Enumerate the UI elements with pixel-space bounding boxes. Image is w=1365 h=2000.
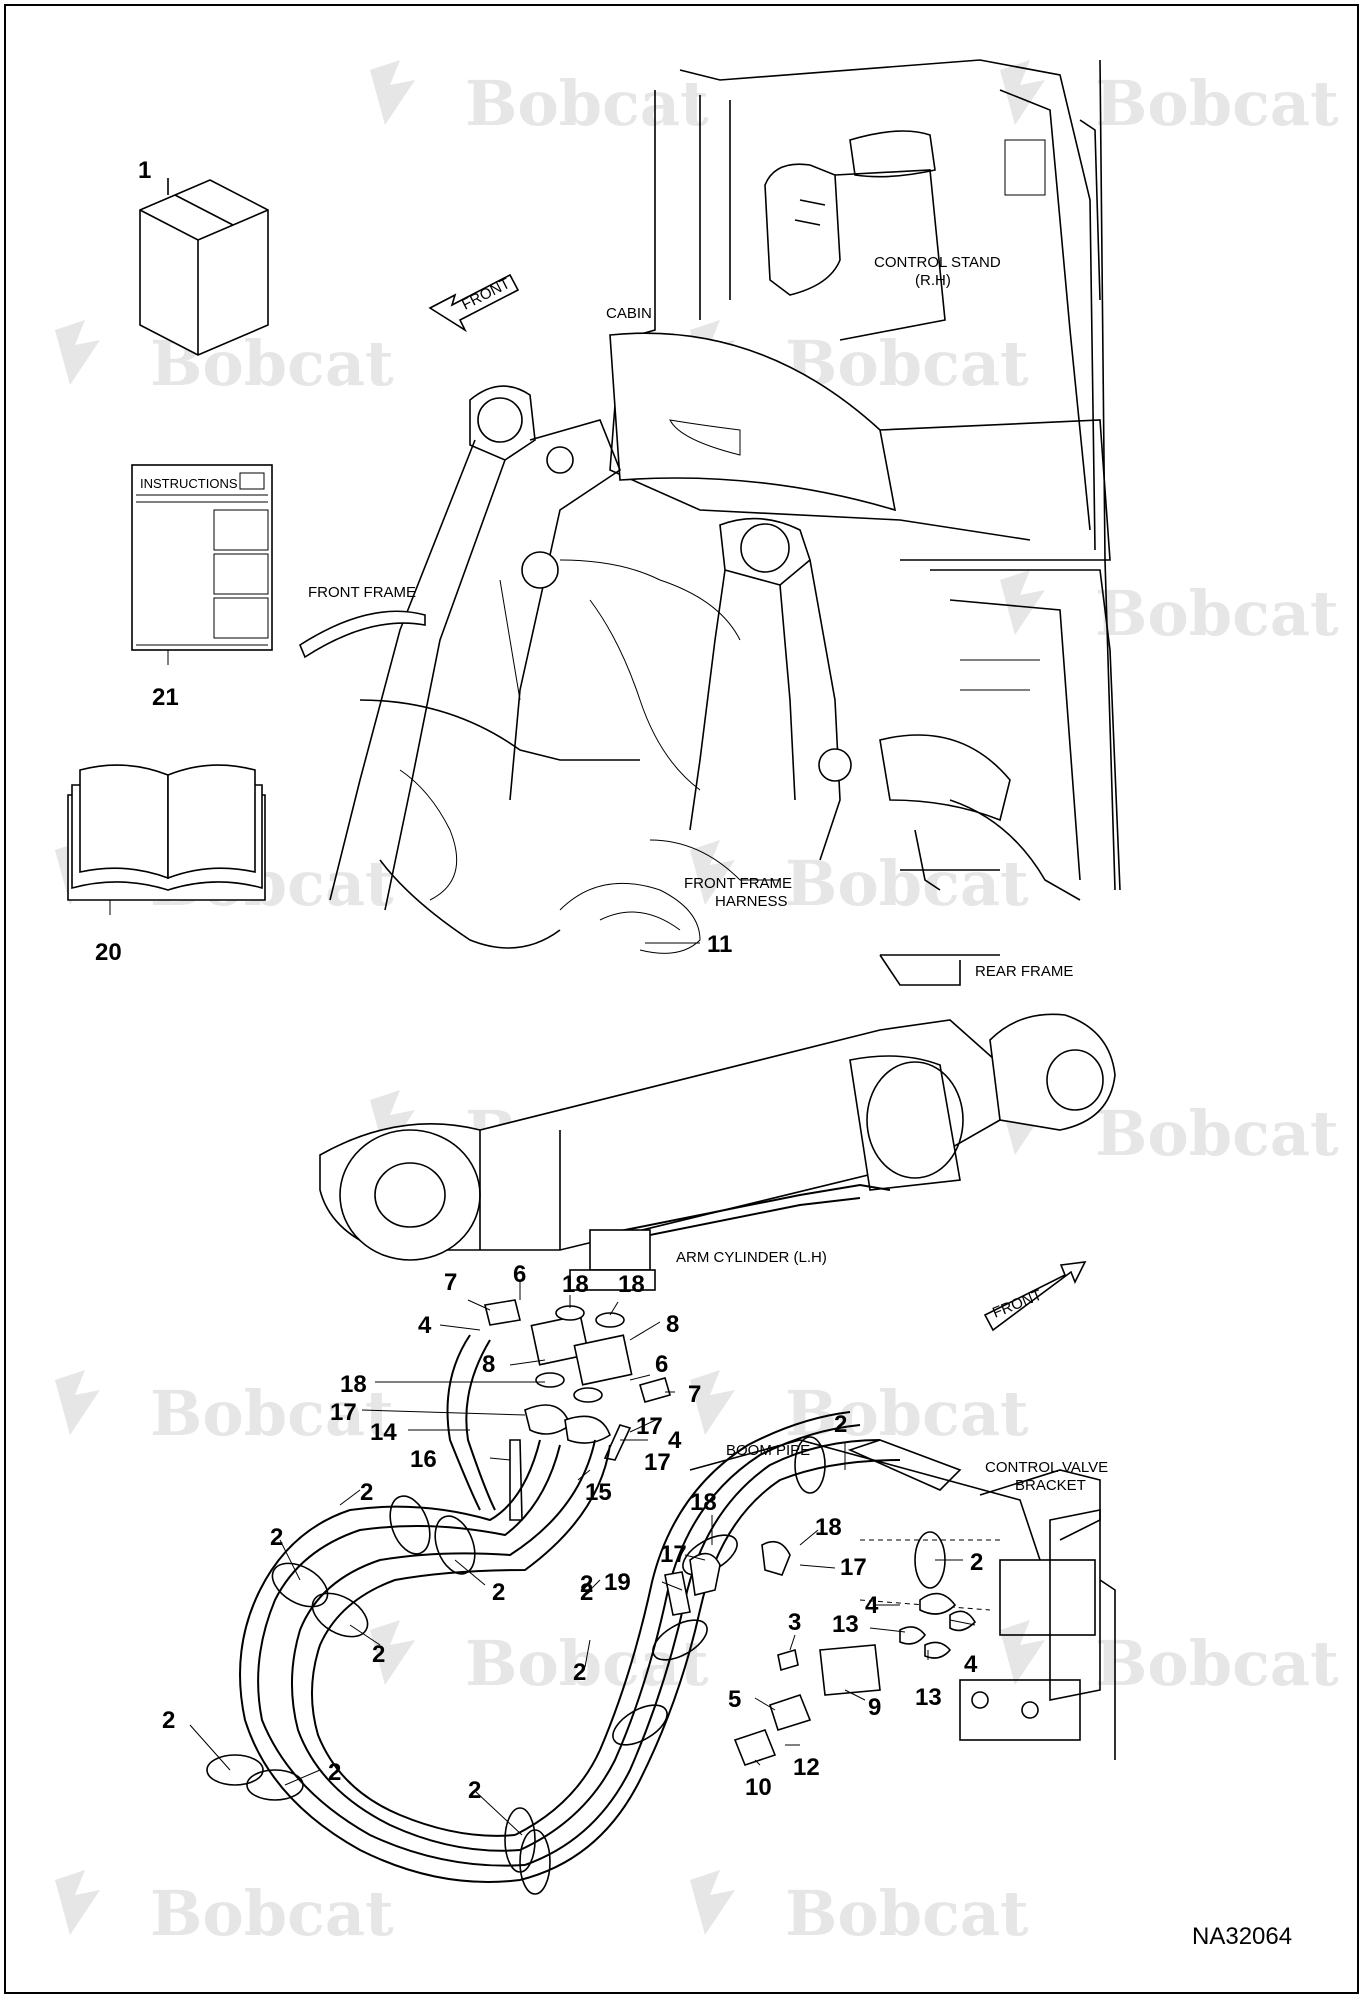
callout-number: 20 [95, 939, 122, 966]
callout-number: 15 [585, 1479, 612, 1506]
callout-number: 2 [360, 1479, 373, 1506]
callout-number: 18 [618, 1271, 645, 1298]
watermark-15: Bobcat [690, 1870, 1029, 1950]
label-control-valve-bracket: BRACKET [1015, 1477, 1086, 1494]
front-frame-structure [299, 385, 1081, 986]
callout-number: 7 [688, 1381, 701, 1408]
svg-text:Bobcat: Bobcat [150, 1377, 394, 1450]
watermark-5: Bobcat [1000, 570, 1339, 650]
label-control-stand-rh: (R.H) [915, 272, 951, 289]
callout-number: 18 [815, 1514, 842, 1541]
label-front-frame: FRONT FRAME [308, 584, 416, 601]
callout-number: 2 [573, 1659, 586, 1686]
diagram-code: NA32064 [1192, 1923, 1292, 1950]
callout-number: 19 [604, 1569, 631, 1596]
label-control-stand: CONTROL STAND [874, 254, 1001, 271]
callout-number: 4 [865, 1592, 879, 1619]
svg-text:Bobcat: Bobcat [1095, 1627, 1339, 1700]
svg-text:Bobcat: Bobcat [1095, 1097, 1339, 1170]
callout-number: 8 [666, 1311, 679, 1338]
svg-text:Bobcat: Bobcat [785, 847, 1029, 920]
svg-text:FRONT: FRONT [990, 1287, 1044, 1322]
diagram-frame [4, 4, 1359, 1994]
label-cabin: CABIN [606, 305, 652, 322]
callout-number: 2 [328, 1759, 341, 1786]
front-direction-arrow-mid: FRONT [983, 1261, 1087, 1332]
callout-number: 1 [138, 157, 151, 184]
arm-cylinder [319, 1013, 1116, 1291]
part-box-icon [139, 179, 269, 356]
callout-number: 2 [580, 1579, 593, 1606]
svg-text:Bobcat: Bobcat [465, 1627, 709, 1700]
callout-number: 2 [162, 1707, 175, 1734]
callout-number: 11 [707, 931, 732, 958]
callout-numbers: 1 21 20 11 7 6 18 18 4 8 8 6 7 18 17 14 … [95, 157, 983, 1804]
callout-number: 4 [418, 1312, 432, 1339]
instruction-sheet-icon [131, 464, 273, 665]
callout-number: 2 [580, 1571, 593, 1598]
callout-number: 4 [964, 1651, 978, 1678]
label-boom-pipe: BOOM PIPE [726, 1442, 810, 1459]
callout-number: 21 [152, 684, 179, 711]
component-labels: CABIN CONTROL STAND (R.H) FRONT FRAME FR… [140, 254, 1292, 1950]
watermark-3: Bobcat [55, 320, 394, 400]
callout-number: 9 [868, 1694, 881, 1721]
callout-number: 3 [788, 1609, 801, 1636]
watermark-1: Bobcat [370, 60, 709, 140]
callout-number: 13 [915, 1684, 942, 1711]
label-front-frame-harness-1: FRONT FRAME [684, 875, 792, 892]
svg-text:Bobcat: Bobcat [150, 1877, 394, 1950]
callout-number: 10 [745, 1774, 772, 1801]
callout-number: 17 [636, 1413, 663, 1440]
watermark-12: Bobcat [370, 1620, 709, 1700]
callout-number: 17 [644, 1449, 671, 1476]
svg-text:Bobcat: Bobcat [1095, 577, 1339, 650]
callout-number: 17 [660, 1541, 687, 1568]
callout-number: 5 [728, 1686, 741, 1713]
callout-number: 13 [832, 1611, 859, 1638]
callout-number: 17 [330, 1399, 357, 1426]
manual-book-icon [67, 764, 266, 915]
leader-lines [167, 178, 976, 1836]
callout-number: 6 [655, 1351, 668, 1378]
callout-number: 7 [444, 1269, 457, 1296]
label-rear-frame: REAR FRAME [975, 963, 1073, 980]
svg-text:Bobcat: Bobcat [465, 67, 709, 140]
watermark-11: Bobcat [690, 1370, 1029, 1450]
callout-number: 18 [690, 1489, 717, 1516]
watermark-13: Bobcat [1000, 1620, 1339, 1700]
watermark-10: Bobcat [55, 1370, 394, 1450]
fittings-cluster [484, 1299, 671, 1521]
callout-number: 16 [410, 1446, 437, 1473]
front-direction-arrow-top: FRONT [428, 273, 520, 333]
callout-number: 17 [840, 1554, 867, 1581]
callout-number: 2 [492, 1579, 505, 1606]
label-instructions: INSTRUCTIONS [140, 476, 238, 491]
svg-text:Bobcat: Bobcat [785, 1877, 1029, 1950]
control-valve-bracket [664, 1439, 1116, 1766]
callout-number: 2 [468, 1777, 481, 1804]
callout-number: 2 [270, 1524, 283, 1551]
watermark-7: Bobcat [690, 840, 1029, 920]
callout-number: 18 [340, 1371, 367, 1398]
label-control-valve: CONTROL VALVE [985, 1459, 1108, 1476]
callout-number: 2 [834, 1411, 847, 1438]
cabin-structure [609, 59, 1121, 891]
label-arm-cylinder: ARM CYLINDER (L.H) [676, 1249, 827, 1266]
callout-number: 4 [668, 1427, 682, 1454]
svg-text:Bobcat: Bobcat [1095, 67, 1339, 140]
svg-text:Bobcat: Bobcat [785, 1377, 1029, 1450]
label-front-frame-harness-2: HARNESS [715, 893, 788, 910]
callout-number: 2 [372, 1641, 385, 1668]
watermark-14: Bobcat [55, 1870, 394, 1950]
callout-number: 18 [562, 1271, 589, 1298]
callout-number: 14 [370, 1419, 397, 1446]
callout-number: 12 [793, 1754, 820, 1781]
watermark-2: Bobcat [1000, 60, 1339, 140]
callout-number: 2 [970, 1549, 983, 1576]
callout-number: 8 [482, 1351, 495, 1378]
callout-number: 6 [513, 1261, 526, 1288]
hose-assembly [206, 1334, 946, 1895]
